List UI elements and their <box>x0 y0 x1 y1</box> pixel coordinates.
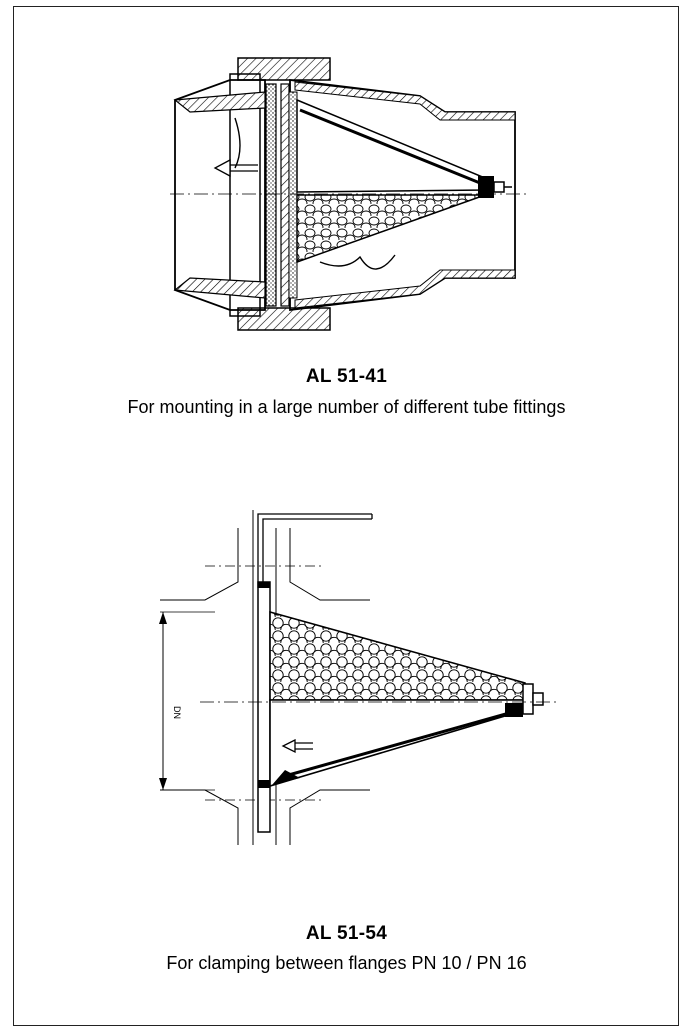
strainer-cone <box>269 610 544 788</box>
gasket-plates <box>265 83 298 307</box>
housing-body <box>173 78 516 312</box>
union-nut <box>229 57 331 331</box>
mounting-handle <box>257 513 373 588</box>
strainer-union-drawing <box>170 57 530 331</box>
strainer-plate <box>257 581 271 833</box>
flow-arrow-icon <box>213 158 258 178</box>
strainer-flange-drawing: DN <box>159 510 560 845</box>
dimension-line <box>159 611 215 791</box>
model-title-al-51-41: AL 51-41 <box>305 366 388 387</box>
dimension-label-dn: DN <box>172 706 182 719</box>
flow-arrow-icon <box>281 738 313 754</box>
page-border <box>13 6 679 1026</box>
strainer-cone <box>296 98 512 264</box>
model-description-al-51-54: For clamping between flanges PN 10 / PN … <box>166 953 527 973</box>
model-title-al-51-54: AL 51-54 <box>305 923 388 944</box>
model-description-al-51-41: For mounting in a large number of differ… <box>127 397 566 417</box>
